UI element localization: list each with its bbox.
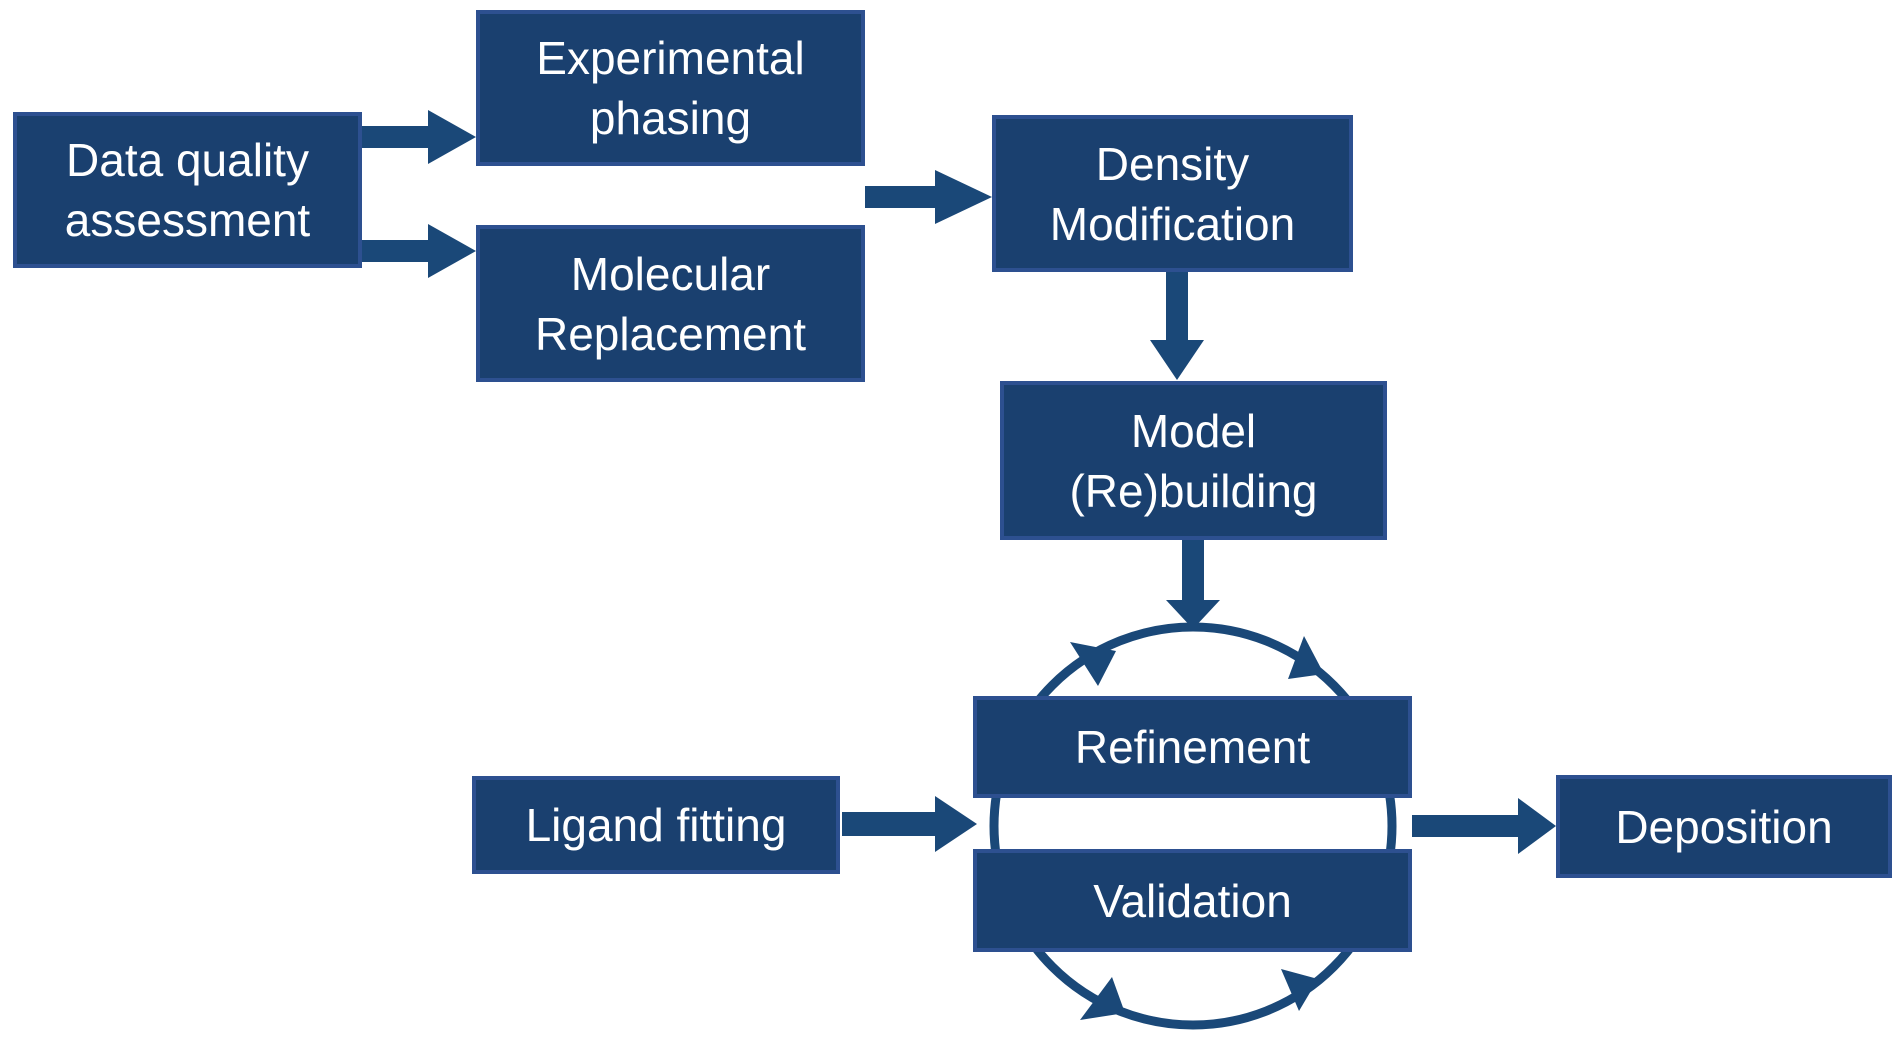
node-label: Experimental phasing (536, 32, 805, 144)
arrow-ligand-to-cycle (842, 796, 977, 852)
cycle-arrowhead-top-left (1070, 642, 1116, 686)
arrow-density-to-model-rebuilding (1150, 272, 1204, 380)
arrow-cycle-to-deposition (1412, 798, 1556, 854)
cycle-arrowhead-bottom-right (1281, 969, 1318, 1011)
node-label: Ligand fitting (525, 799, 787, 851)
node-validation: Validation (973, 849, 1412, 952)
node-label: Density Modification (1049, 137, 1296, 250)
node-data-quality-assessment: Data quality assessment (13, 112, 362, 268)
node-refinement: Refinement (973, 696, 1412, 798)
arrow-phasing-to-density-modification (865, 170, 992, 224)
arrow-data-quality-to-experimental-phasing (362, 110, 476, 164)
arrow-data-quality-to-molecular-replacement (362, 224, 476, 278)
node-model-rebuilding: Model (Re)building (1000, 381, 1387, 540)
node-label: Refinement (1074, 721, 1311, 773)
cycle-arrowhead-top-right (1288, 636, 1324, 679)
node-label: Validation (1093, 874, 1292, 927)
node-label: Model (Re)building (1069, 404, 1318, 517)
arrow-model-to-cycle (1166, 540, 1220, 629)
node-molecular-replacement: Molecular Replacement (476, 225, 865, 382)
node-label: Molecular Replacement (534, 247, 807, 360)
cycle-arrowhead-bottom-left (1080, 977, 1125, 1020)
refinement-validation-cycle-circle (989, 622, 1397, 1030)
node-experimental-phasing: Experimental phasing (476, 10, 865, 166)
node-deposition: Deposition (1556, 775, 1892, 878)
node-density-modification: Density Modification (992, 115, 1353, 272)
node-label: Data quality assessment (64, 134, 311, 246)
node-ligand-fitting: Ligand fitting (472, 776, 840, 874)
node-label: Deposition (1615, 800, 1833, 853)
